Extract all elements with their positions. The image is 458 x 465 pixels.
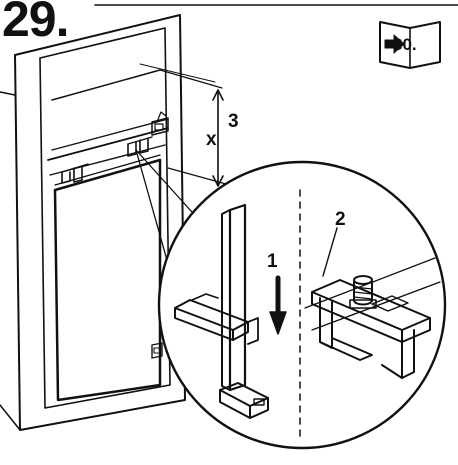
screw-icon: [349, 275, 377, 309]
cabinet-shelf: [47, 127, 169, 161]
reference-step-label: 30.: [393, 35, 417, 54]
dimension-x: [167, 89, 227, 187]
book-arrow-icon: [379, 21, 441, 69]
cabinet-inner-frame: [39, 27, 171, 409]
arrow-down-icon: [269, 275, 287, 335]
cabinet-outline: [14, 14, 186, 431]
door-hook-right: [127, 136, 153, 157]
step-number: 29.: [2, 0, 70, 47]
callout-1: 1: [267, 251, 278, 272]
fixing-bracket-top: [151, 111, 169, 136]
door-hook-left: [61, 163, 89, 184]
appliance-door: [53, 158, 162, 402]
fixing-bracket-bottom: [151, 342, 163, 359]
bracket-with-screw: [304, 257, 441, 379]
callout-3: 3: [228, 111, 239, 132]
hook-assembly: [174, 203, 269, 419]
callout-2: 2: [335, 209, 346, 230]
callout-x: x: [206, 129, 217, 150]
